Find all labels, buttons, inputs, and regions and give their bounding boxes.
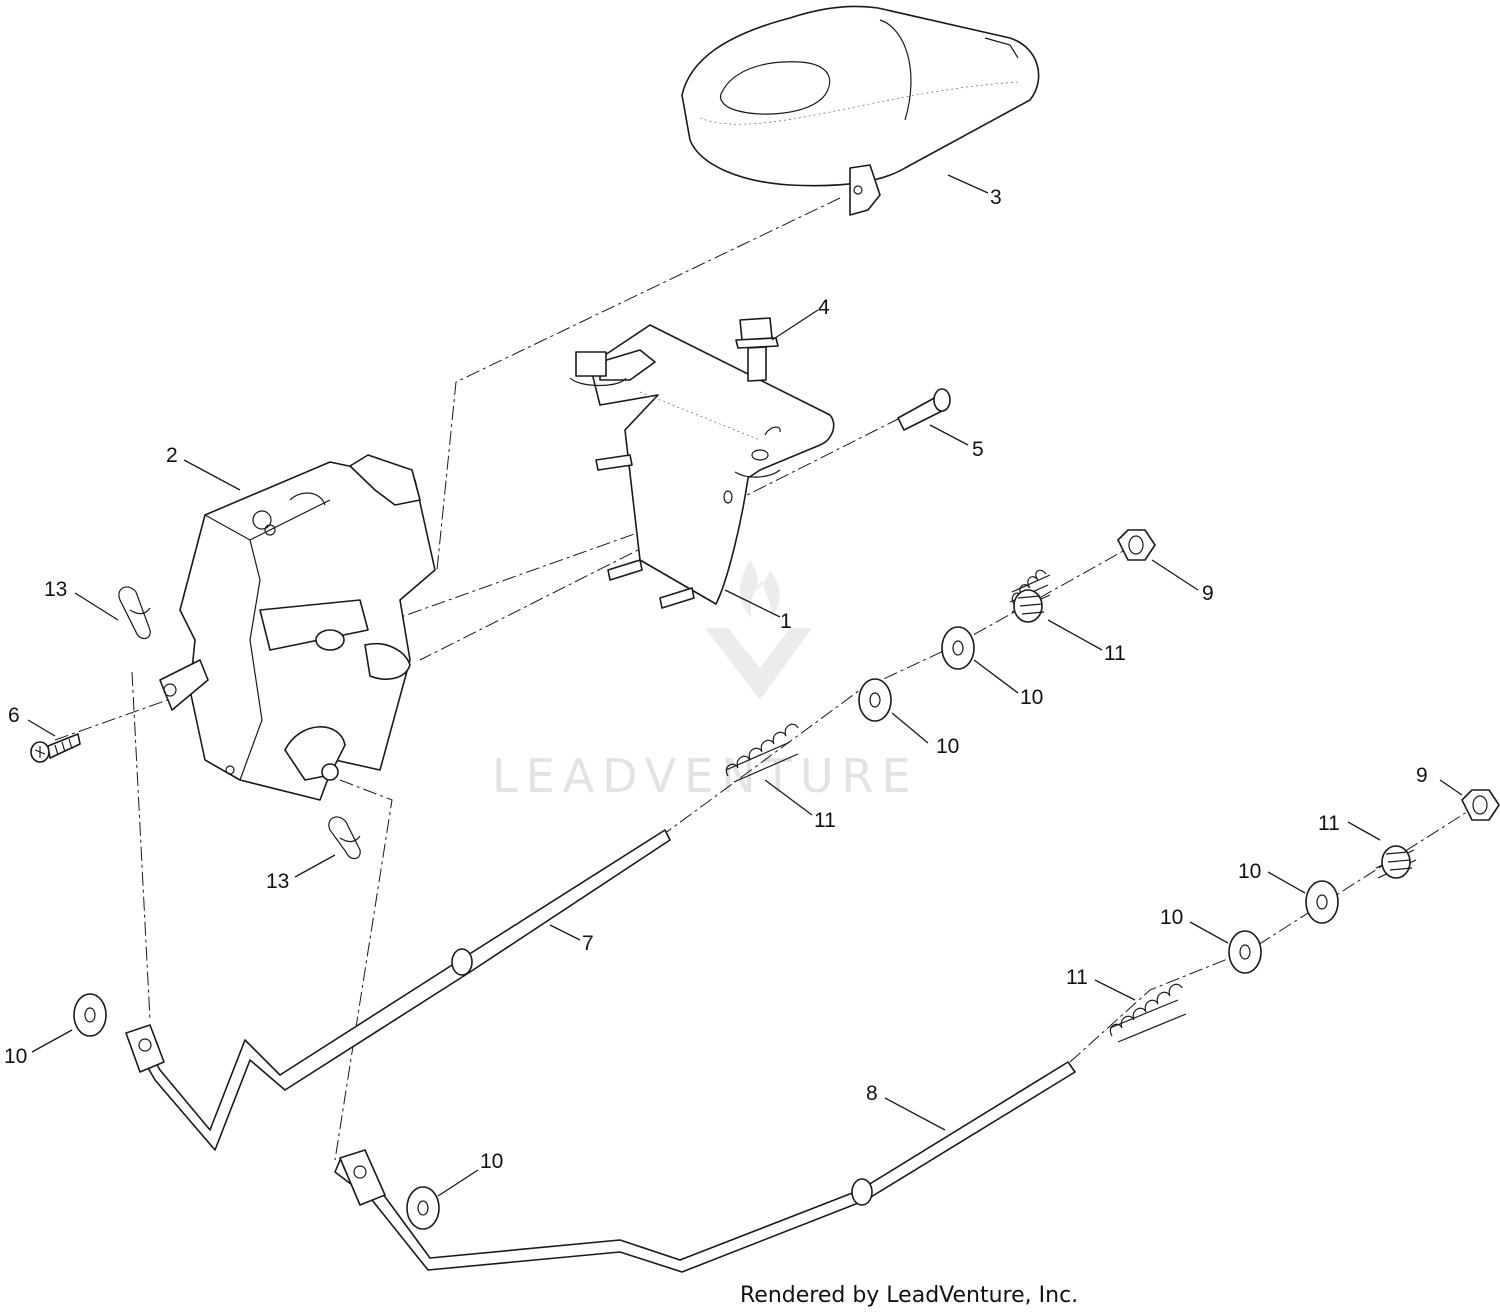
part-11-spring-long-upper — [725, 723, 799, 783]
callout-10-lower-b: 10 — [1160, 906, 1183, 929]
callout-labels: 3 4 5 2 1 9 11 10 10 11 13 6 13 7 10 8 9… — [4, 186, 1428, 1173]
part-6-screw — [30, 733, 81, 763]
part-10-washer-f — [406, 1186, 440, 1230]
callout-11-upper-short: 11 — [1104, 642, 1126, 665]
part-2-switch-module — [159, 454, 436, 801]
callout-10-rod8: 10 — [480, 1150, 503, 1173]
callout-3: 3 — [990, 186, 1002, 209]
part-9-nut-lower — [1461, 789, 1500, 821]
callout-10-upper-a: 10 — [1020, 686, 1043, 709]
part-11-spring-long-lower — [1109, 983, 1187, 1043]
callout-8: 8 — [866, 1082, 878, 1105]
part-4-bolt — [735, 317, 779, 382]
callout-9-lower: 9 — [1416, 764, 1428, 787]
callout-13-lower: 13 — [266, 870, 289, 893]
part-11-spring-short-lower — [1375, 845, 1417, 879]
callout-4: 4 — [818, 296, 830, 319]
callout-6: 6 — [8, 704, 20, 727]
callout-9-upper: 9 — [1202, 582, 1214, 605]
part-10-washer-c — [1305, 880, 1339, 924]
callout-2: 2 — [166, 444, 178, 467]
part-3-cover — [681, 5, 1040, 216]
part-1-bracket — [569, 324, 835, 609]
callout-7: 7 — [582, 932, 594, 955]
part-5-pin — [897, 388, 951, 431]
callout-11-upper-long: 11 — [814, 809, 836, 832]
part-11-spring-short-upper — [1009, 569, 1051, 623]
part-10-washer-a — [941, 626, 975, 670]
part-7-rod — [125, 829, 671, 1151]
callout-5: 5 — [972, 438, 984, 461]
callout-13-upper: 13 — [44, 578, 67, 601]
leader-lines — [27, 174, 1463, 1197]
callout-10-lower-a: 10 — [1238, 860, 1261, 883]
callout-11-lower-long: 11 — [1066, 966, 1088, 989]
callout-10-rod7: 10 — [4, 1045, 27, 1068]
part-13-clip-upper — [118, 586, 151, 640]
part-10-washer-b — [858, 678, 892, 722]
callout-1: 1 — [780, 610, 792, 633]
part-9-nut-upper — [1117, 529, 1156, 561]
callout-10-upper-b: 10 — [936, 735, 959, 758]
part-10-washer-d — [1228, 930, 1262, 974]
part-13-clip-lower — [328, 816, 361, 860]
part-8-rod — [334, 1061, 1076, 1273]
footer-credit: Rendered by LeadVenture, Inc. — [740, 1283, 1078, 1308]
part-10-washer-e — [73, 993, 107, 1037]
watermark-logo — [705, 560, 812, 700]
callout-11-lower-short: 11 — [1318, 812, 1340, 835]
watermark-text: LEADVENTURE — [492, 749, 919, 803]
